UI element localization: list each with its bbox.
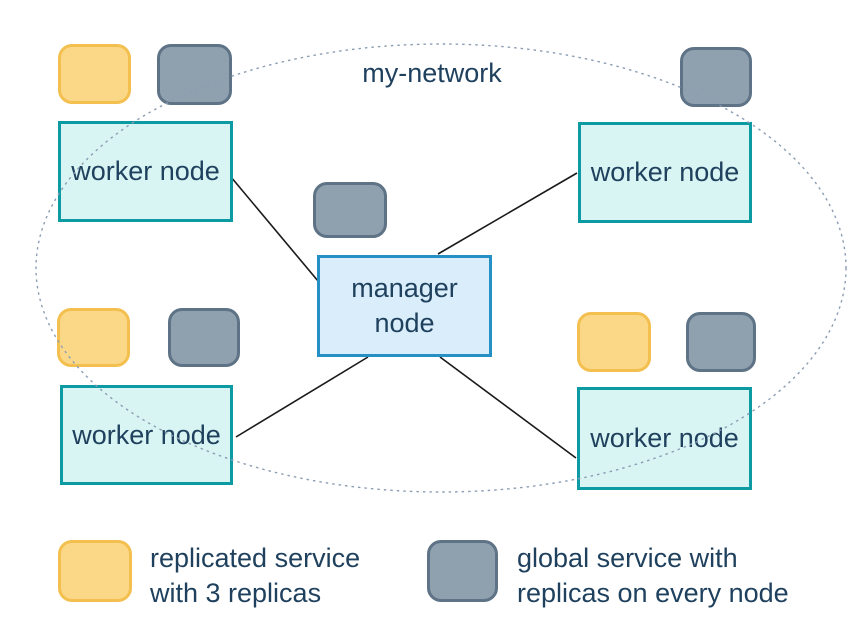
link-manager-worker-top-right [437,172,578,255]
legend-swatch-replicated-service [58,540,132,602]
worker-node-top-left: worker node [58,121,233,222]
worker-node-label: worker node [590,423,739,453]
manager-node: manager node [317,255,492,357]
manager-node-label: manager node [351,273,458,338]
worker-node-label: worker node [590,157,740,187]
replicated-service-marker-bottom-left [57,308,130,367]
legend-label-global-service: global service with replicas on every no… [517,543,789,608]
worker-node-bottom-left: worker node [60,385,233,485]
link-manager-worker-bottom-left [235,356,369,438]
replicated-service-marker-bottom-right [577,312,651,372]
legend-swatch-global-service [427,540,498,602]
global-service-marker-bottom-right [686,312,756,372]
global-service-marker-top-left [157,44,232,105]
global-service-marker-bottom-left [168,308,240,367]
replicated-service-marker-top-left [58,44,131,104]
link-manager-worker-bottom-right [439,356,577,459]
legend-label-replicated-service: replicated service with 3 replicas [150,543,361,608]
network-label: my-network [362,58,502,88]
link-worker-top-left-manager [230,176,319,282]
worker-node-top-right: worker node [578,122,752,223]
global-service-marker-manager [313,182,387,238]
worker-node-bottom-right: worker node [577,387,752,490]
global-service-marker-top-right [680,47,752,107]
worker-node-label: worker node [72,419,221,450]
worker-node-label: worker node [71,156,220,186]
